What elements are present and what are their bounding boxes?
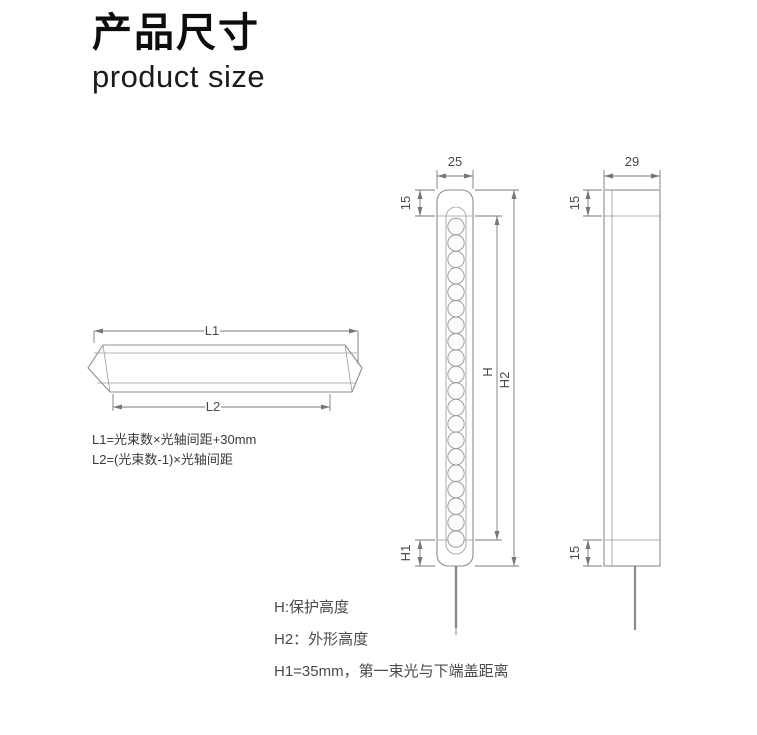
side-bottom-cap-dimension: 15 [567, 539, 602, 567]
front-width-label: 25 [448, 154, 462, 169]
page-title-cn: 产品尺寸 [92, 11, 260, 55]
side-view-drawing: 29 15 15 [567, 154, 661, 630]
formula-l1: L1=光束数×光轴间距+30mm [92, 432, 257, 447]
formula-l2: L2=(光束数-1)×光轴间距 [92, 452, 233, 467]
note-h2: H2：外形高度 [274, 631, 369, 648]
front-top-cap-dimension: 15 [398, 189, 435, 217]
l2-dimension: L2 [112, 394, 331, 414]
h-label: H [480, 367, 495, 376]
front-width-dimension: 25 [436, 154, 474, 189]
h1-label: H1 [398, 545, 413, 562]
l1-dimension: L1 [93, 323, 359, 364]
h2-dimension: H2 [475, 189, 519, 567]
side-top-cap-dimension: 15 [567, 189, 602, 217]
side-body [603, 189, 661, 567]
profile-body [87, 344, 363, 393]
side-width-dimension: 29 [603, 154, 661, 189]
header: 产品尺寸 product size [92, 10, 265, 95]
note-h1: H1=35mm，第一束光与下端盖距离 [274, 663, 509, 680]
h2-label: H2 [497, 372, 512, 389]
side-top-cap-label: 15 [567, 196, 582, 210]
note-h: H:保护高度 [274, 599, 350, 616]
side-bottom-cap-label: 15 [567, 546, 582, 560]
lens-strip [445, 206, 467, 555]
profile-outline [87, 344, 363, 393]
h1-dimension: H1 [398, 539, 435, 567]
profile-drawing: L1 L2 [87, 323, 363, 414]
l2-label: L2 [206, 399, 220, 414]
side-housing [603, 189, 661, 567]
front-view-drawing: 25 15 H H [398, 154, 519, 635]
height-notes: H:保护高度 H2：外形高度 H1=35mm，第一束光与下端盖距离 [274, 592, 509, 688]
l1-label: L1 [205, 323, 219, 338]
page-title-en: product size [92, 59, 266, 94]
side-width-label: 29 [625, 154, 639, 169]
front-top-cap-label: 15 [398, 196, 413, 210]
length-formulas: L1=光束数×光轴间距+30mm L2=(光束数-1)×光轴间距 [92, 430, 256, 470]
lens-array [447, 217, 465, 548]
h-dimension: H [475, 215, 502, 541]
